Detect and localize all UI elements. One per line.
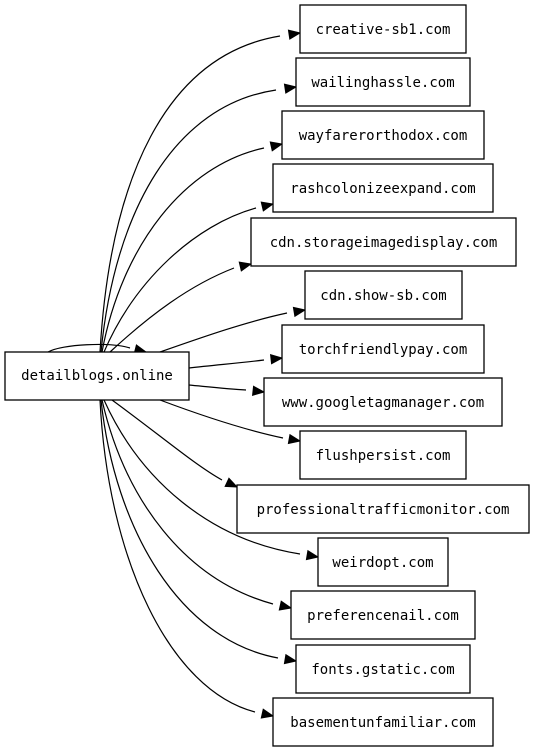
edge-arrowhead — [292, 306, 307, 318]
node-target-label: fonts.gstatic.com — [311, 662, 454, 678]
node-target[interactable]: creative-sb1.com — [299, 4, 467, 54]
node-target-box — [295, 644, 471, 694]
node-target-box — [290, 590, 476, 640]
node-target-label: professionaltrafficmonitor.com — [257, 502, 510, 518]
edge-arrowhead — [269, 141, 284, 152]
node-target-label: wailinghassle.com — [311, 75, 454, 91]
edge-arrowhead — [278, 600, 293, 611]
node-target-box — [317, 537, 449, 587]
node-target-box — [236, 484, 530, 534]
edge-line — [100, 399, 279, 659]
node-target-label: weirdopt.com — [332, 555, 433, 571]
graph-edges — [47, 29, 320, 719]
node-target-label: www.googletagmanager.com — [282, 395, 484, 411]
node-target[interactable]: www.googletagmanager.com — [263, 377, 503, 427]
node-target[interactable]: basementunfamiliar.com — [272, 697, 494, 747]
node-target-label: torchfriendlypay.com — [299, 342, 468, 358]
node-target[interactable]: fonts.gstatic.com — [295, 644, 471, 694]
node-source-box — [4, 351, 190, 401]
node-target-label: rashcolonizeexpand.com — [290, 181, 475, 197]
node-target[interactable]: cdn.storageimagedisplay.com — [250, 217, 517, 267]
edge-line — [101, 399, 274, 605]
edge-arrowhead — [287, 29, 302, 40]
edge-arrowhead — [238, 261, 253, 272]
edge-arrowhead — [269, 354, 284, 365]
edge-line — [109, 267, 235, 353]
edge-arrowhead — [260, 708, 275, 719]
edge-arrowhead — [251, 385, 266, 396]
edge-line — [99, 399, 256, 713]
node-target-box — [299, 4, 467, 54]
node-target-label: flushpersist.com — [316, 448, 451, 464]
node-target[interactable]: wailinghassle.com — [295, 57, 471, 107]
edge-arrowhead — [260, 201, 275, 212]
node-target-label: basementunfamiliar.com — [290, 715, 475, 731]
node-target-box — [304, 270, 463, 320]
edge-line — [101, 147, 265, 353]
node-target-label: cdn.show-sb.com — [320, 288, 446, 304]
edge-line — [188, 384, 247, 391]
node-target-label: preferencenail.com — [307, 608, 459, 624]
graph-nodes: detailblogs.online creative-sb1.com waili… — [4, 4, 530, 747]
edge-line — [103, 207, 257, 353]
edge-line — [99, 35, 281, 353]
node-target-box — [281, 324, 485, 374]
node-target[interactable]: torchfriendlypay.com — [281, 324, 485, 374]
node-target-box — [272, 697, 494, 747]
edge-line — [159, 399, 284, 439]
edge-line — [159, 312, 288, 353]
node-target-label: wayfarerorthodox.com — [299, 128, 468, 144]
node-target-box — [263, 377, 503, 427]
node-target[interactable]: flushpersist.com — [299, 430, 467, 480]
edge-self-loop — [47, 343, 131, 353]
edge-arrowhead — [305, 549, 320, 561]
node-target[interactable]: preferencenail.com — [290, 590, 476, 640]
edge-arrowhead — [287, 433, 302, 445]
edge-arrowhead — [224, 477, 239, 488]
node-target[interactable]: wayfarerorthodox.com — [281, 110, 485, 160]
edge-arrowhead — [283, 83, 298, 94]
node-target[interactable]: rashcolonizeexpand.com — [272, 163, 494, 213]
node-source-label: detailblogs.online — [21, 368, 173, 384]
node-target-label: creative-sb1.com — [316, 22, 451, 38]
edge-line — [100, 89, 277, 353]
node-source[interactable]: detailblogs.online — [4, 351, 190, 401]
node-target[interactable]: professionaltrafficmonitor.com — [236, 484, 530, 534]
edge-line — [111, 399, 223, 481]
node-target[interactable]: weirdopt.com — [317, 537, 449, 587]
node-target-box — [295, 57, 471, 107]
edge-arrowhead — [283, 653, 298, 665]
node-target-box — [250, 217, 517, 267]
node-target-box — [281, 110, 485, 160]
edge-line — [188, 359, 265, 369]
node-target[interactable]: cdn.show-sb.com — [304, 270, 463, 320]
node-target-box — [299, 430, 467, 480]
node-target-box — [272, 163, 494, 213]
node-target-label: cdn.storageimagedisplay.com — [270, 235, 498, 251]
edge-line — [103, 399, 301, 555]
